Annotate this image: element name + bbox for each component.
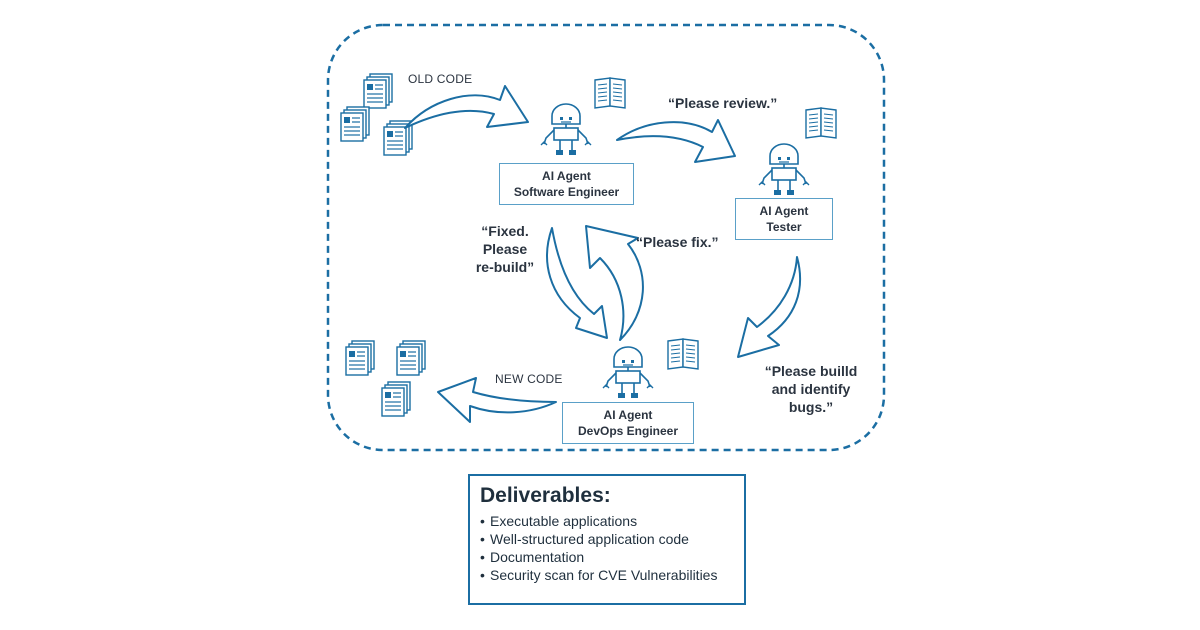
agent-role: Tester <box>766 220 802 234</box>
robot-icon <box>602 346 654 399</box>
fixed-quote-line: re-build” <box>475 259 535 275</box>
deliverable-item: Well-structured application code <box>480 530 734 548</box>
robot-icon <box>758 143 810 196</box>
deliverable-item: Executable applications <box>480 512 734 530</box>
fixed-rebuild-quote: “Fixed. Please re-build” <box>468 222 542 276</box>
fixed-quote-line: Please <box>482 241 528 257</box>
deliverables-list: Executable applications Well-structured … <box>480 512 734 584</box>
robot-icon <box>540 103 592 156</box>
open-book-icon <box>805 107 837 139</box>
curved-arrow-icon <box>616 119 736 163</box>
agent-role: Software Engineer <box>513 185 620 199</box>
new-code-label: NEW CODE <box>495 372 563 386</box>
deliverable-item: Security scan for CVE Vulnerabilities <box>480 566 734 584</box>
build-identify-quote: “Please builld and identify bugs.” <box>756 362 866 416</box>
deliverable-item: Documentation <box>480 548 734 566</box>
open-book-icon <box>594 77 626 109</box>
curved-arrow-icon <box>437 377 557 423</box>
curved-arrow-icon <box>737 256 802 358</box>
build-quote-line: bugs.” <box>788 399 834 415</box>
deliverables-title: Deliverables: <box>480 484 611 507</box>
fixed-quote-line: “Fixed. <box>481 223 529 239</box>
team-boundary <box>326 23 886 452</box>
old-code-documents-icon <box>340 73 413 156</box>
agent-title: AI Agent <box>759 204 809 218</box>
agent-software-engineer: AI Agent Software Engineer <box>499 163 634 205</box>
old-code-label: OLD CODE <box>408 72 473 86</box>
agent-role: DevOps Engineer <box>577 424 679 438</box>
please-fix-quote: “Please fix.” <box>636 234 719 250</box>
agent-title: AI Agent <box>603 408 653 422</box>
open-book-icon <box>667 338 699 370</box>
curved-arrow-icon <box>585 225 644 341</box>
agent-title: AI Agent <box>542 169 591 183</box>
please-review-quote: “Please review.” <box>668 95 778 111</box>
build-quote-line: “Please builld <box>764 363 858 379</box>
deliverables-box: Deliverables: Executable applications We… <box>468 474 746 605</box>
build-quote-line: and identify <box>771 381 851 397</box>
agent-devops-engineer: AI Agent DevOps Engineer <box>562 402 694 444</box>
new-code-documents-icon <box>345 340 426 417</box>
curved-arrow-icon <box>546 227 608 339</box>
agent-tester: AI Agent Tester <box>735 198 833 240</box>
curved-arrow-icon <box>404 85 529 129</box>
